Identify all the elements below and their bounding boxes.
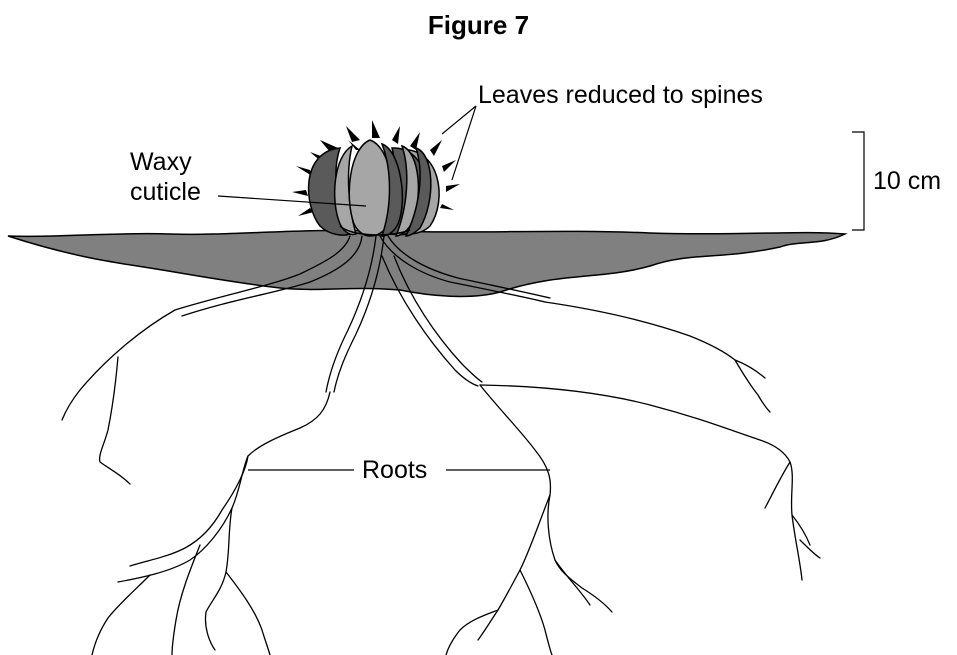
spines-label: Leaves reduced to spines	[478, 80, 763, 111]
cuticle-label-line1: Waxy	[130, 147, 192, 178]
cactus-plant	[292, 120, 460, 236]
soil-layer	[8, 230, 845, 296]
roots-label: Roots	[362, 455, 427, 486]
scale-label: 10 cm	[873, 166, 941, 197]
root-system	[62, 236, 820, 655]
cuticle-label-line2: cuticle	[130, 177, 201, 208]
spines-leader-2	[452, 106, 476, 180]
scale-bracket	[852, 132, 864, 230]
